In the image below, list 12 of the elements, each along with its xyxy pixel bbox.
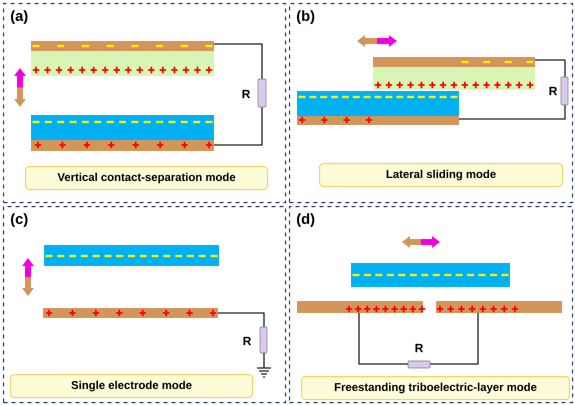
panel-letter: (b) (297, 10, 314, 24)
resistor-label: R (415, 344, 424, 352)
mode-label-box: Single electrode mode (10, 374, 254, 398)
mode-label-box: Freestanding triboelectric-layer mode (301, 376, 570, 400)
resistor-label: R (243, 336, 252, 346)
resistor-label: R (549, 86, 558, 96)
mode-label-box: Vertical contact-separation mode (25, 166, 268, 190)
panel-letter: (d) (297, 213, 314, 227)
panel-letter: (a) (11, 10, 28, 24)
mode-label-box: Lateral sliding mode (319, 163, 564, 188)
panel-letter: (c) (11, 213, 28, 227)
resistor-label: R (242, 90, 250, 98)
